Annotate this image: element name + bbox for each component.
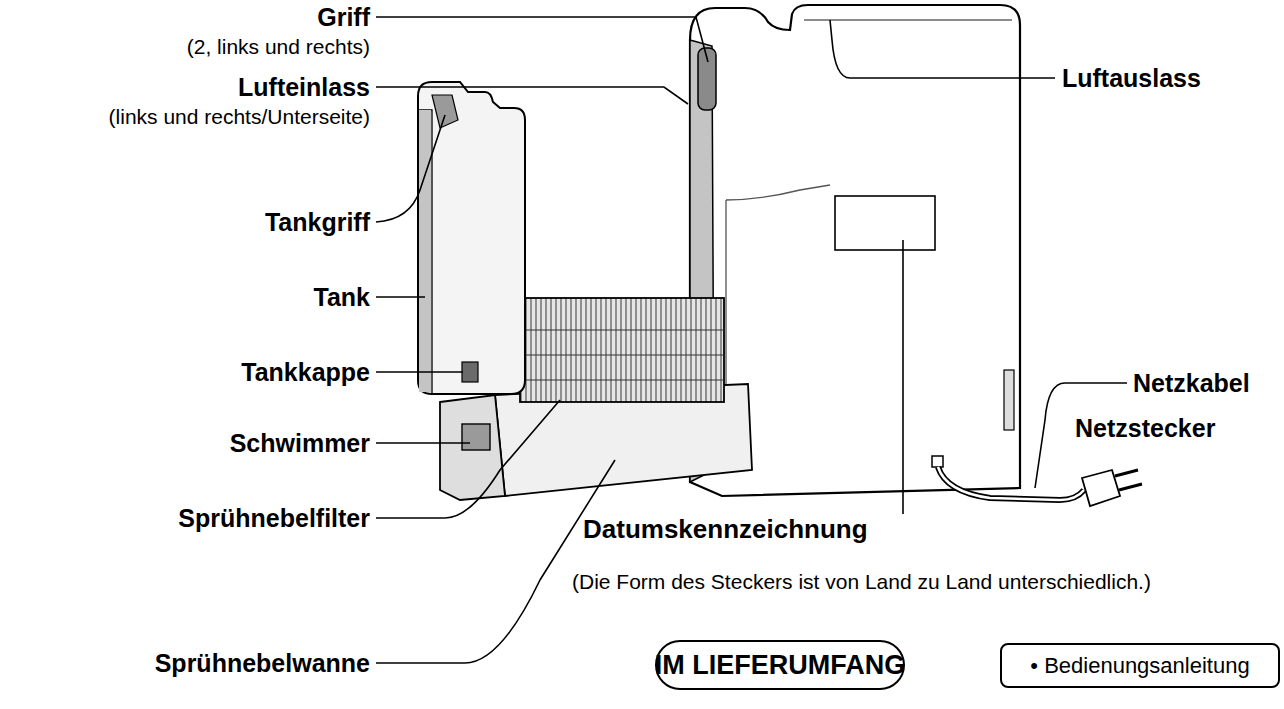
part-name: Tankkappe xyxy=(241,357,370,387)
node-text: • Bedienungsanleitung xyxy=(1030,653,1249,679)
delivery-item-box: • Bedienungsanleitung xyxy=(1000,643,1280,688)
part-name: Schwimmer xyxy=(230,428,370,458)
footnote: (Die Form des Steckers ist von Land zu L… xyxy=(572,569,1151,594)
mist-filter xyxy=(520,298,724,402)
leader-line xyxy=(376,115,445,222)
part-name: Lufteinlass xyxy=(238,72,370,102)
part-name: Luftauslass xyxy=(1062,63,1201,93)
part-name: Sprühnebelwanne xyxy=(155,648,370,678)
part-name: Griff xyxy=(317,2,370,32)
date-plate xyxy=(835,196,935,250)
power-cord-core xyxy=(938,467,1084,500)
tank xyxy=(418,82,525,394)
plug-prongs xyxy=(1115,470,1142,490)
part-name: Tank xyxy=(314,282,371,312)
cord-outlet xyxy=(932,456,943,467)
part-name: Datumskennzeichnung xyxy=(583,514,868,545)
top-ridge xyxy=(804,19,1012,21)
part-name: Netzkabel xyxy=(1133,368,1250,398)
leader-line xyxy=(376,371,463,373)
scope-of-delivery-badge: IM LIEFERUMFANG xyxy=(655,640,905,690)
power-cord xyxy=(938,467,1084,500)
tank-grip xyxy=(432,95,458,128)
tank-edge xyxy=(418,110,432,394)
leader-line xyxy=(376,296,425,298)
leader-line xyxy=(830,20,1055,78)
tray-float-housing xyxy=(440,395,505,500)
power-plug xyxy=(1082,470,1120,506)
float-symbol xyxy=(462,424,490,450)
leader-lines xyxy=(376,17,1127,663)
node-text: IM LIEFERUMFANG xyxy=(655,650,906,681)
part-note: (2, links und rechts) xyxy=(187,34,370,59)
leader-line xyxy=(376,460,615,663)
part-name: Netzstecker xyxy=(1075,413,1215,443)
leader-line xyxy=(376,87,688,104)
leader-line xyxy=(376,442,470,444)
side-notch xyxy=(1004,370,1014,430)
filter-rows xyxy=(520,330,724,380)
part-name: Tankgriff xyxy=(265,207,370,237)
part-name: Sprühnebelfilter xyxy=(178,503,370,533)
leader-line xyxy=(376,17,708,62)
tank-side xyxy=(419,110,431,392)
tank-cap xyxy=(462,362,478,382)
part-note: (links und rechts/Unterseite) xyxy=(109,104,370,129)
leader-line xyxy=(376,400,560,518)
leader-line xyxy=(902,240,904,514)
